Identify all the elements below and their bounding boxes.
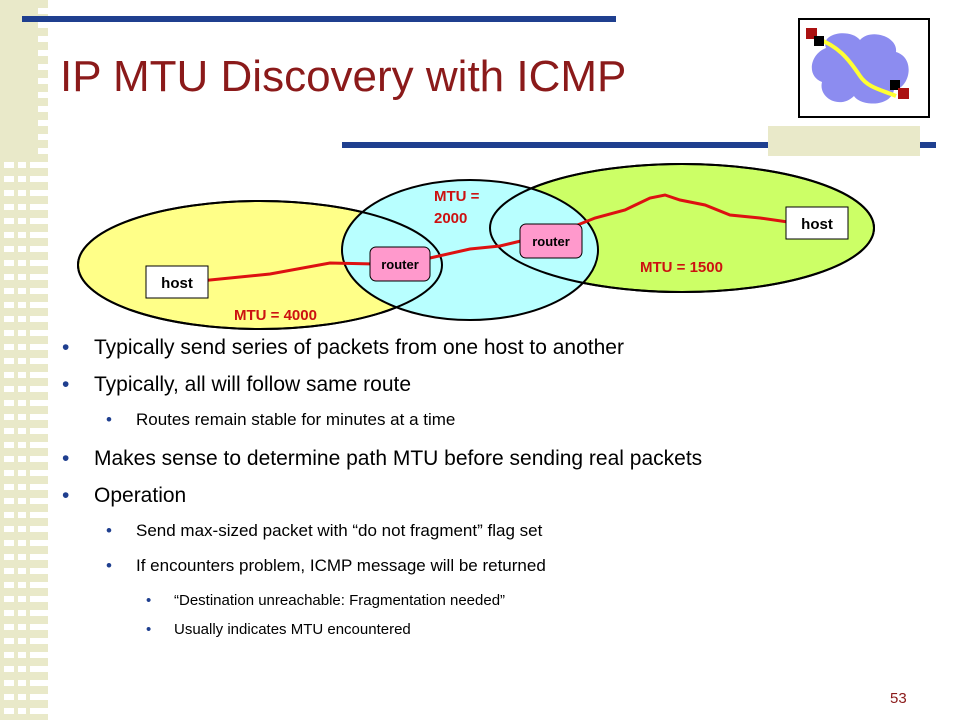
bullet-item: Usually indicates MTU encountered xyxy=(174,621,411,638)
bullet-item: Operation xyxy=(94,484,187,507)
bullet-marker: • xyxy=(146,592,152,609)
bullet-item: Routes remain stable for minutes at a ti… xyxy=(136,410,456,429)
network-logo-icon xyxy=(798,18,930,118)
router-right-box xyxy=(519,223,583,259)
page-number: 53 xyxy=(890,690,907,707)
title-underline-block xyxy=(768,126,920,156)
bullet-marker: • xyxy=(62,373,70,396)
mtu-middle-label-line1: MTU = xyxy=(434,188,480,205)
mtu-right-label: MTU = 1500 xyxy=(640,259,723,276)
router-right-label: router xyxy=(532,234,570,249)
bullet-marker: • xyxy=(62,484,70,507)
bullet-marker: • xyxy=(106,556,112,575)
bullet-item: Send max-sized packet with “do not fragm… xyxy=(136,521,543,540)
host-right-box xyxy=(785,206,849,240)
bullet-marker: • xyxy=(62,336,70,359)
left-decorative-pattern xyxy=(0,0,48,720)
router-left-box xyxy=(369,246,431,282)
bullet-item: Typically send series of packets from on… xyxy=(94,336,624,359)
bullet-marker: • xyxy=(62,447,70,470)
bullet-marker: • xyxy=(146,621,152,638)
bullet-marker: • xyxy=(106,410,112,429)
bullet-item: “Destination unreachable: Fragmentation … xyxy=(174,592,506,609)
mtu-left-label: MTU = 4000 xyxy=(234,307,317,324)
title-underline-bar xyxy=(342,142,936,148)
router-left-label: router xyxy=(381,257,419,272)
bullet-item: Makes sense to determine path MTU before… xyxy=(94,447,703,470)
page-title: IP MTU Discovery with ICMP xyxy=(60,52,627,101)
host-right-label: host xyxy=(801,216,833,233)
host-left-label: host xyxy=(161,275,193,292)
top-accent-bar xyxy=(22,16,616,22)
bullet-item: If encounters problem, ICMP message will… xyxy=(136,556,546,575)
bullet-item: Typically, all will follow same route xyxy=(94,373,412,396)
bullet-marker: • xyxy=(106,521,112,540)
network-diagram: host host router router MTU = 4000 MTU =… xyxy=(77,163,875,330)
mtu-middle-label-line2: 2000 xyxy=(434,210,467,227)
host-left-box xyxy=(145,265,209,299)
